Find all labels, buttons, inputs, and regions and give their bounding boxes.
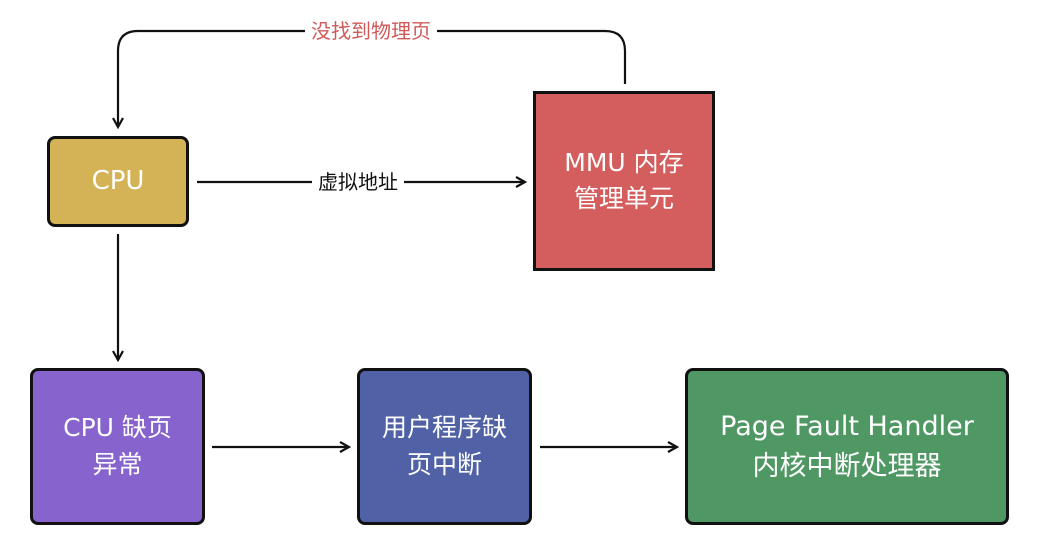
node-fault-label-line1: CPU 缺页 [63, 413, 172, 443]
node-handler-label-line1: Page Fault Handler [720, 411, 974, 443]
node-cpu-page-fault: CPU 缺页 异常 [30, 368, 205, 525]
node-cpu-label: CPU [91, 165, 145, 196]
node-fault-label-line2: 异常 [92, 449, 143, 479]
node-user-page-fault-interrupt: 用户程序缺 页中断 [357, 368, 532, 525]
node-cpu: CPU [47, 136, 189, 227]
node-mmu: MMU 内存 管理单元 [533, 91, 715, 271]
node-page-fault-handler: Page Fault Handler 内核中断处理器 [685, 368, 1009, 525]
node-mmu-label-line2: 管理单元 [573, 184, 674, 213]
node-handler-label-line2: 内核中断处理器 [752, 450, 942, 482]
node-interrupt-label-line1: 用户程序缺 [381, 413, 507, 443]
node-interrupt-label-line2: 页中断 [406, 449, 482, 479]
virtual-address-label: 虚拟地址 [312, 169, 404, 195]
node-mmu-label-line1: MMU 内存 [564, 147, 684, 177]
not-found-label: 没找到物理页 [305, 18, 437, 44]
